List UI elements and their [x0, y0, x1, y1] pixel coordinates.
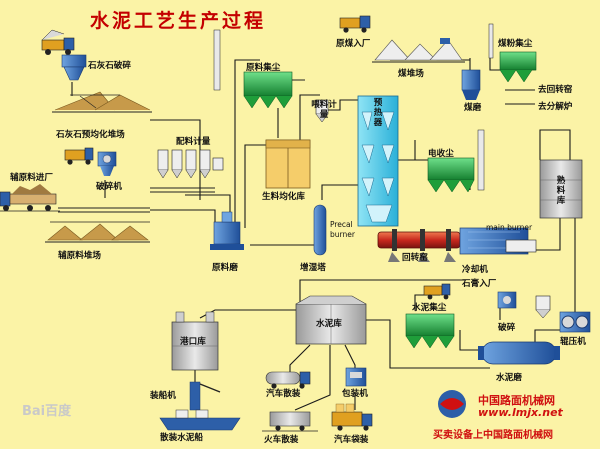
label-to-kiln: 去回转窑	[538, 85, 573, 95]
cement-silo-icon	[295, 295, 367, 345]
watermark-slogan: 买卖设备上中国路面机械网	[433, 430, 553, 441]
batching-bins-icon	[150, 149, 224, 193]
aux-crusher-icon	[97, 151, 117, 176]
label-limestone-crush: 石灰石破碎	[88, 61, 131, 71]
preheater-tower-icon	[357, 95, 399, 227]
raw-homog-silo-icon	[265, 139, 311, 189]
roller-press-icon	[559, 311, 591, 333]
coal-pile-icon	[372, 38, 465, 63]
label-bulk-ship: 散装水泥船	[160, 433, 203, 443]
page-title: 水泥工艺生产过程	[90, 10, 267, 32]
label-limestone-pile: 石灰石预均化堆场	[56, 130, 125, 140]
label-crush2: 破碎	[498, 323, 516, 333]
label-coal-in: 原煤入厂	[336, 39, 371, 49]
rotary-kiln-icon	[377, 229, 461, 262]
label-main-burner: main burner	[486, 223, 533, 232]
bulk-ship-icon	[159, 409, 241, 431]
limestone-pile-icon	[52, 91, 152, 113]
label-raw-homog: 生料均化库	[262, 192, 305, 202]
coal-chimney-icon	[488, 23, 494, 59]
aux-belt-icon	[58, 207, 150, 213]
raw-mill-icon	[210, 211, 244, 250]
watermark-logo-icon	[438, 390, 466, 418]
label-gypsum-in: 石膏入厂	[462, 279, 497, 289]
label-raw-mill: 原料磨	[212, 263, 238, 273]
gypsum-truck-icon	[423, 283, 451, 300]
label-preheater: 预热器	[373, 98, 383, 128]
label-coal-dust: 煤粉集尘	[498, 39, 533, 49]
train-wagon-icon	[262, 411, 318, 432]
cement-mill-icon	[478, 341, 560, 365]
limestone-crusher-icon	[61, 54, 87, 81]
label-train-bulk: 火车散装	[264, 435, 299, 445]
label-port-silo: 港口库	[180, 337, 206, 347]
tall-chimney-1-icon	[213, 29, 221, 91]
coal-mill-icon	[461, 69, 481, 100]
clinker-silo-icon	[539, 159, 583, 219]
label-coal-mill: 煤磨	[464, 103, 482, 113]
label-pack-machine: 包装机	[342, 389, 368, 399]
label-batching: 配料计量	[176, 137, 211, 147]
gypsum-crusher-icon	[497, 291, 517, 309]
label-to-calciner: 去分解炉	[538, 102, 573, 112]
electric-dust-collector-icon	[427, 157, 475, 193]
label-aux-pile: 辅原料堆场	[58, 251, 101, 261]
coal-dust-collector-icon	[499, 51, 537, 83]
label-truck-bag: 汽车袋装	[334, 435, 369, 445]
port-silo-icon	[171, 311, 219, 371]
label-aux-crush: 破碎机	[96, 182, 122, 192]
label-clinker-silo: 熟料库	[556, 176, 566, 206]
humid-tower-icon	[313, 204, 327, 256]
cement-dust-collector-icon	[405, 313, 455, 349]
small-hopper-icon	[535, 295, 551, 319]
label-cooler: 冷却机	[462, 265, 488, 275]
label-ship-loader: 装船机	[150, 391, 176, 401]
label-feed-meter: 喂料计量	[311, 100, 337, 120]
label-humid-tower: 增湿塔	[300, 263, 326, 273]
baidu-watermark: Bai百度	[22, 404, 72, 419]
label-precal-burner: Precal burner	[330, 220, 355, 239]
cooler-icon	[459, 227, 537, 255]
aux-rail-truck-icon	[0, 184, 60, 212]
packing-machine-icon	[345, 367, 367, 387]
label-cement-dust: 水泥集尘	[412, 303, 447, 313]
label-electric-dust: 电收尘	[428, 149, 454, 159]
label-truck-bulk: 汽车散装	[266, 389, 301, 399]
watermark-url: www.lmjx.net	[478, 406, 563, 419]
aux-truck-icon	[64, 147, 94, 165]
tall-chimney-2-icon	[477, 129, 485, 191]
label-coal-pile: 煤堆场	[398, 69, 424, 79]
label-rotary-kiln: 回转窑	[402, 253, 428, 263]
coal-truck-icon	[339, 15, 371, 33]
raw-dust-collector-icon	[243, 71, 305, 109]
label-raw-dust: 原料集尘	[246, 63, 281, 73]
label-roller-press: 辊压机	[560, 337, 586, 347]
ship-loader-icon	[189, 381, 221, 411]
aux-pile-icon	[45, 221, 150, 243]
label-cement-mill: 水泥磨	[496, 373, 522, 383]
bulk-truck-icon	[265, 371, 311, 389]
feed-meter-icon	[315, 99, 329, 123]
watermark-site-name: 中国路面机械网	[478, 394, 555, 407]
limestone-truck-icon	[41, 29, 75, 55]
label-aux-in: 辅原料进厂	[10, 173, 53, 183]
label-cement-silo: 水泥库	[316, 319, 342, 329]
bag-truck-icon	[331, 403, 373, 431]
